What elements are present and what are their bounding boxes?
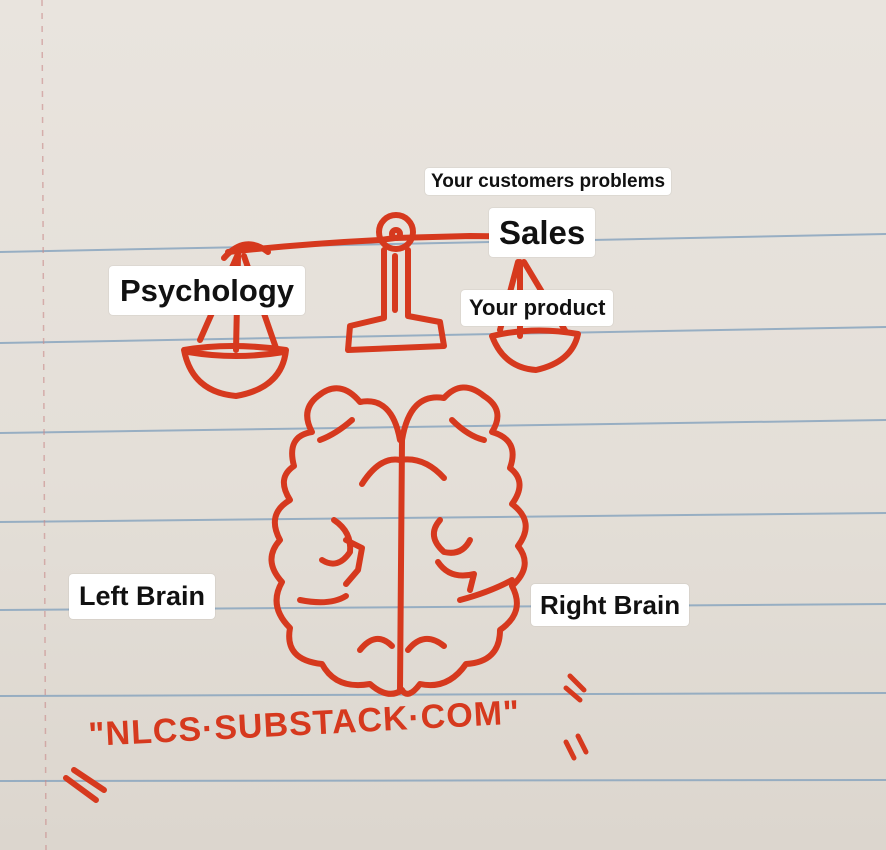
customers-problems-label: Your customers problems: [425, 168, 671, 195]
right-pan: [492, 330, 578, 370]
brain-fold: [452, 420, 484, 440]
left-brain-label: Left Brain: [69, 574, 215, 619]
brain-fold: [408, 639, 444, 650]
margin-line: [42, 0, 46, 850]
quote-mark-scribble: [66, 770, 104, 800]
quote-mark-scribble: [566, 736, 586, 758]
right-brain-label: Right Brain: [531, 584, 689, 626]
central-fissure: [400, 440, 402, 690]
brain-fold: [320, 420, 352, 440]
rule-line: [0, 780, 886, 781]
quote-mark-scribble: [566, 676, 584, 700]
rule-line: [0, 513, 886, 522]
brain-fold: [360, 639, 392, 650]
brain-fold: [434, 520, 470, 553]
sales-label: Sales: [489, 208, 595, 257]
brain-fold: [438, 562, 474, 590]
psychology-label: Psychology: [109, 266, 305, 315]
scale-pivot-center: [392, 230, 400, 238]
brain-fold: [300, 596, 346, 602]
rule-line: [0, 420, 886, 433]
rule-line: [0, 693, 886, 696]
brain-drawing: [271, 387, 525, 693]
your-product-label: Your product: [461, 290, 613, 326]
url-handwriting: "NLCS·SUBSTACK·COM": [88, 693, 522, 754]
